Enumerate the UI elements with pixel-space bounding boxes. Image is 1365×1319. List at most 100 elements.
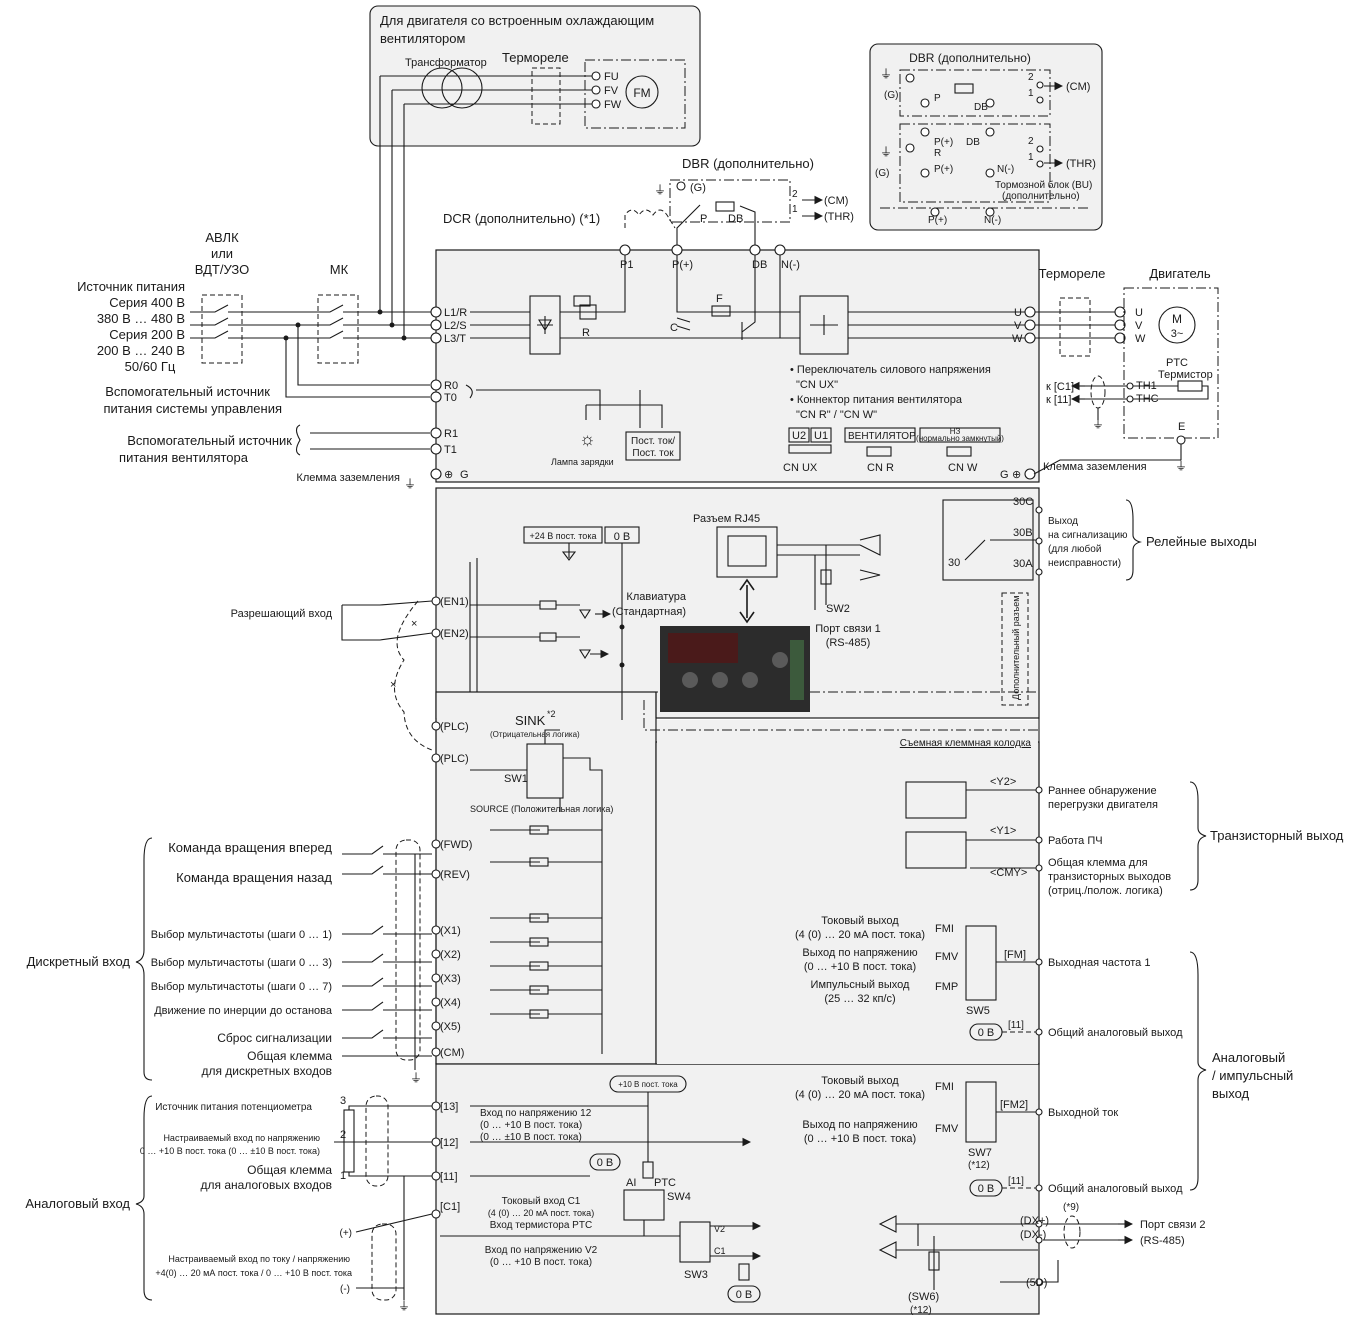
ao2-cur-l1: Токовый выход	[821, 1075, 899, 1087]
ao2-volt-l1: Выход по напряжению	[802, 1119, 917, 1131]
fan-motor-symbol	[625, 75, 659, 109]
dbr-top-g2: (G)	[875, 168, 889, 179]
adj-v-l2: 0 … +10 В пост. тока (0 … ±10 В пост. то…	[140, 1146, 320, 1156]
cn-fan-label: ВЕНТИЛЯТОР	[848, 431, 916, 442]
c1in-l3: Вход термистора PTC	[490, 1220, 592, 1231]
dbr-mid-thr: (THR)	[824, 211, 854, 223]
dbr-mid-ground-icon: ⏚	[654, 183, 666, 197]
power-section-panel	[435, 249, 1040, 483]
adj-v-l1: Настраиваемый вход по напряжению	[163, 1133, 320, 1143]
c1in-l1: Токовый вход C1	[502, 1196, 581, 1207]
term-c1: [C1]	[440, 1201, 460, 1213]
motor-w: W	[1135, 333, 1146, 345]
pot-1: 1	[340, 1170, 346, 1182]
term-l3: L3/T	[444, 333, 466, 345]
cn-u2: U2	[792, 430, 806, 442]
sw3-switch[interactable]	[679, 1221, 711, 1263]
conn-note-l2: "CN R" / "CN W"	[796, 409, 877, 421]
y1-label: Работа ПЧ	[1048, 835, 1103, 847]
dbr-bu-box	[869, 43, 1103, 231]
term-u: U	[1014, 307, 1022, 319]
dbr-bottom-p: P(+)	[928, 215, 947, 226]
y2-l2: перегрузки двигателя	[1048, 799, 1158, 811]
digital-earth-icon: ⏚	[410, 1071, 422, 1085]
mk-label: МК	[330, 262, 349, 277]
term-dxm: (DX-)	[1020, 1229, 1046, 1241]
fan-term-fu: FU	[604, 71, 619, 83]
alarm-l2: на сигнализацию	[1048, 530, 1128, 541]
v0-ai-label: 0 В	[597, 1157, 614, 1169]
dcdc-l2: Пост. ток	[632, 448, 674, 459]
term-12: [12]	[440, 1137, 458, 1149]
relay-outputs-label: Релейные выходы	[1146, 534, 1257, 549]
potentiometer[interactable]	[343, 1109, 355, 1173]
cn-r-label: CN R	[867, 462, 894, 474]
source-l4: Серия 200 В	[109, 327, 185, 342]
sw5-label: SW5	[966, 1005, 990, 1017]
fan-thermal-relay	[531, 67, 561, 125]
motor-thermistor: Термистор	[1158, 369, 1213, 381]
fan-box-title-l2: вентилятором	[380, 31, 466, 46]
dbr-top-pr-p: P(+)	[934, 137, 953, 148]
term-en2: (EN2)	[440, 628, 469, 640]
ao-volt-l1: Выход по напряжению	[802, 947, 917, 959]
vdt-label: ВДТ/УЗО	[195, 262, 250, 277]
sw6-label: (SW6)	[908, 1291, 939, 1303]
digital-shield	[395, 839, 421, 1061]
term-x3: (X3)	[440, 973, 461, 985]
motor-earth-icon: ⏚	[1092, 417, 1104, 431]
analog-input-group: Аналоговый вход	[25, 1196, 130, 1211]
source-l2: Серия 400 В	[109, 295, 185, 310]
fan-box-title-l1: Для двигателя со встроенным охлаждающим	[380, 13, 654, 28]
source-l6: 50/60 Гц	[125, 359, 176, 374]
dbr-mid-p: P	[700, 213, 707, 225]
dbr-top-pr-r: R	[934, 148, 941, 159]
ao-group-l1: Аналоговый	[1212, 1050, 1285, 1065]
sw3-c1: C1	[714, 1246, 726, 1256]
to-c1: к [C1]	[1046, 381, 1074, 393]
analog-shield-1	[365, 1095, 389, 1187]
sw5-switch[interactable]	[965, 925, 997, 1001]
term-fm: [FM]	[1004, 949, 1026, 961]
dbr-top-n1a: 1	[1028, 88, 1034, 99]
ao-volt-l2: (0 … +10 В пост. тока)	[804, 961, 916, 973]
dbr-mid-cm: (CM)	[824, 195, 848, 207]
cn-nc-l2: (нормально замкнутый)	[916, 434, 1004, 443]
label-f: F	[716, 293, 723, 305]
term-pplus: P(+)	[672, 259, 693, 271]
ai-label: AI	[626, 1177, 636, 1189]
sw4-label: SW4	[667, 1191, 691, 1203]
label-x2: Выбор мультичастоты (шаги 0 … 3)	[151, 957, 332, 969]
term-cmy: <CMY>	[990, 867, 1027, 879]
dbr-top-n2a: 2	[1028, 72, 1034, 83]
dbr-mid-db: DB	[728, 213, 743, 225]
dbr-top-cm: (CM)	[1066, 81, 1090, 93]
term-x5: (X5)	[440, 1021, 461, 1033]
cur-in-l2: +4(0) … 20 мА пост. тока / 0 … +10 В пос…	[155, 1268, 352, 1278]
motor-symbol	[1158, 306, 1196, 344]
ao-group-l3: выход	[1212, 1086, 1250, 1101]
pot-label: Источник питания потенциометра	[155, 1102, 312, 1113]
relay-30c: 30C	[1013, 496, 1033, 508]
ptc-label: PTC	[654, 1177, 676, 1189]
y2-l1: Раннее обнаружение	[1048, 785, 1157, 797]
ground-left-label: Клемма заземления	[296, 472, 400, 484]
port2-l1: Порт связи 2	[1140, 1219, 1206, 1231]
term-dxp: (DX+)	[1020, 1215, 1049, 1227]
rs485-2-note: (*9)	[1063, 1202, 1079, 1213]
dbr-mid-g: (G)	[690, 182, 706, 194]
ao2-volt-l2: (0 … +10 В пост. тока)	[804, 1133, 916, 1145]
vin12-l1: Вход по напряжению 12	[480, 1108, 592, 1119]
ground-right-label: Клемма заземления	[1043, 461, 1147, 473]
pot-2: 2	[340, 1129, 346, 1141]
ao-group-l2: / импульсный	[1212, 1068, 1293, 1083]
fmi-label: FMI	[935, 923, 954, 935]
fmv2-label: FMV	[935, 1123, 959, 1135]
aux-fan-l2: питания вентилятора	[119, 450, 249, 465]
sw1-label: SW1	[504, 773, 528, 785]
motor-u: U	[1135, 307, 1143, 319]
label-c: C	[670, 322, 678, 334]
term-db: DB	[752, 259, 767, 271]
motor-v: V	[1135, 320, 1143, 332]
